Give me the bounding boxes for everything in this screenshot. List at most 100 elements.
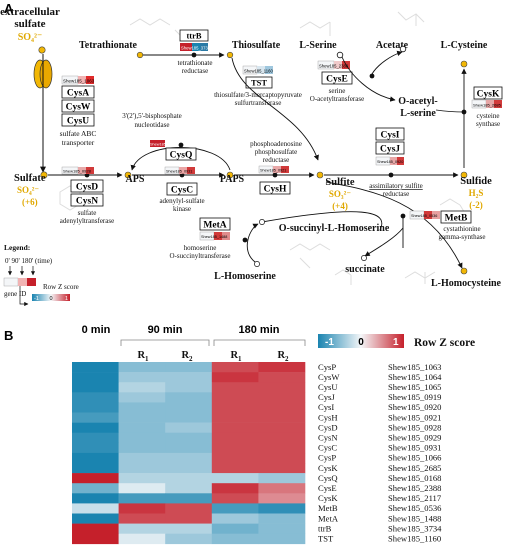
heatmap-cell xyxy=(72,523,119,534)
svg-text:TST: TST xyxy=(251,78,267,88)
svg-text:Shew185_1160: Shew185_1160 xyxy=(244,69,273,74)
svg-text:CysU: CysU xyxy=(67,117,89,127)
heatmap-cell xyxy=(165,382,213,393)
gene-box-cysC: CysC xyxy=(166,182,198,196)
thiosulfate-node xyxy=(226,51,234,59)
tst-enzyme-2: sulfurtransferase xyxy=(235,99,282,107)
heatmap-cell xyxy=(258,523,306,534)
heatmap-cell xyxy=(72,463,119,474)
mini-heatmap-cysK: Shew185_2685 xyxy=(471,99,502,109)
heatmap-grid xyxy=(72,362,306,545)
metb-enzyme-2: gamma-synthase xyxy=(438,233,485,241)
svg-text:Shew185_0920: Shew185_0920 xyxy=(377,160,403,164)
heatmap-scale-min: -1 xyxy=(325,337,334,348)
heatmap-cell xyxy=(165,533,213,545)
heatmap-gene-label: CysU xyxy=(318,382,338,392)
svg-text:MetA: MetA xyxy=(203,221,226,231)
heatmap-cell xyxy=(165,432,213,444)
heatmap-cell xyxy=(118,503,166,514)
svg-text:Shew185_3734: Shew185_3734 xyxy=(181,46,211,51)
acetate-arrow xyxy=(371,50,403,75)
heatmap-cell xyxy=(72,432,119,444)
svg-text:CysH: CysH xyxy=(264,185,287,195)
gene-box-cysD: CysD xyxy=(70,179,104,193)
heatmap-cell xyxy=(118,412,166,423)
adenylyl-enzyme-2: adenylyltransferase xyxy=(60,217,114,225)
heatmap-gene-label: CysE xyxy=(318,483,337,493)
legend-title: Legend: xyxy=(4,243,30,252)
acetate-label: Acetate xyxy=(376,40,409,51)
l-homoserine-label: L-Homoserine xyxy=(214,271,276,282)
legend-connector xyxy=(19,286,29,307)
heatmap-cell xyxy=(211,473,259,484)
tst-arrow xyxy=(231,57,319,161)
extracellular-label-1: extracellular xyxy=(0,6,60,18)
gene-box-tst: TST xyxy=(245,76,273,89)
heatmap-cell xyxy=(165,372,213,383)
heatmap-gene-id: Shew185_1063 xyxy=(388,362,441,372)
gene-box-cysH: CysH xyxy=(259,181,291,195)
paps-label: PAPS xyxy=(220,174,245,185)
mini-heatmap-ttrB: Shew185_3734 xyxy=(180,43,211,51)
heatmap-cell xyxy=(118,402,166,413)
abc-transporter-icon xyxy=(33,54,53,173)
replicate-180-r1: R1 xyxy=(230,350,242,363)
heatmap-gene-label: CysW xyxy=(318,372,340,382)
svg-text:CysJ: CysJ xyxy=(380,145,400,155)
heatmap-cell xyxy=(258,392,306,403)
heatmap-cell xyxy=(258,513,306,524)
heatmap-cell xyxy=(258,452,306,464)
heatmap-cell xyxy=(211,503,259,514)
heatmap-cell xyxy=(258,442,306,454)
abc-enzyme-1: sulfate ABC xyxy=(60,129,97,138)
heatmap-cell xyxy=(118,422,166,433)
svg-text:CysN: CysN xyxy=(76,197,98,207)
heatmap-gene-id: Shew185_2388 xyxy=(388,483,441,493)
cysq-enzyme-2: nucleotidase xyxy=(135,121,170,129)
heatmap-cell xyxy=(72,452,119,464)
meta-dot xyxy=(242,237,248,243)
heatmap-cell xyxy=(118,432,166,444)
mini-heatmap-tst: Shew185_1160 xyxy=(242,65,273,75)
heatmap-cell xyxy=(165,422,213,433)
svg-text:Shew185_0928: Shew185_0928 xyxy=(63,169,92,174)
heatmap-gene-id: Shew185_2117 xyxy=(388,493,442,503)
gene-box-cysI: CysI xyxy=(375,127,405,141)
mini-heatmap-metA: Shew185_1488 xyxy=(199,231,230,241)
extracellular-sulfate-node xyxy=(38,46,46,54)
heatmap-cell xyxy=(72,412,119,423)
heatmap-cell xyxy=(211,493,259,504)
heatmap-cell xyxy=(258,422,306,433)
svg-text:CysI: CysI xyxy=(380,131,399,141)
ttr-enzyme-1: tetrathionate xyxy=(178,59,213,67)
cysk-enzyme-1: cysteine xyxy=(477,112,500,120)
cysq-enzyme-1: 3'(2'),5'-bisphosphate xyxy=(122,112,182,120)
header-90min: 90 min xyxy=(148,324,183,336)
heatmap-gene-id: Shew185_0168 xyxy=(388,473,441,483)
meta-arrow xyxy=(246,223,259,263)
cysk-enzyme-2: synthase xyxy=(476,120,500,128)
heatmap-cell xyxy=(211,372,259,383)
aps-label: APS xyxy=(126,174,145,185)
heatmap-gene-id: Shew185_3734 xyxy=(388,523,442,533)
homoserine-arc-top xyxy=(261,211,383,231)
sulfide-node xyxy=(460,171,468,179)
extracellular-so4: SO₄²⁻ xyxy=(18,32,43,43)
o-succinyl-node xyxy=(259,219,265,225)
heatmap-cell xyxy=(165,523,213,534)
legend-scale-max: 1 xyxy=(65,296,68,302)
sulfide-metb-curve xyxy=(325,181,463,269)
heatmap-cell xyxy=(165,483,213,494)
heatmap-scale-bar xyxy=(318,334,404,348)
gene-box-metA: MetA xyxy=(199,217,231,231)
cysi-dot xyxy=(388,172,394,178)
paps-node xyxy=(226,171,234,179)
heatmap-cell xyxy=(258,463,306,474)
svg-text:ttrB: ttrB xyxy=(186,31,201,41)
heatmap-scale-title: Row Z score xyxy=(414,337,475,349)
ttr-dot xyxy=(191,52,197,58)
gene-box-cysJ: CysJ xyxy=(375,141,405,155)
heatmap-cell xyxy=(165,412,213,423)
heatmap-gene-id: Shew185_0928 xyxy=(388,422,441,432)
heatmap-cell xyxy=(211,412,259,423)
